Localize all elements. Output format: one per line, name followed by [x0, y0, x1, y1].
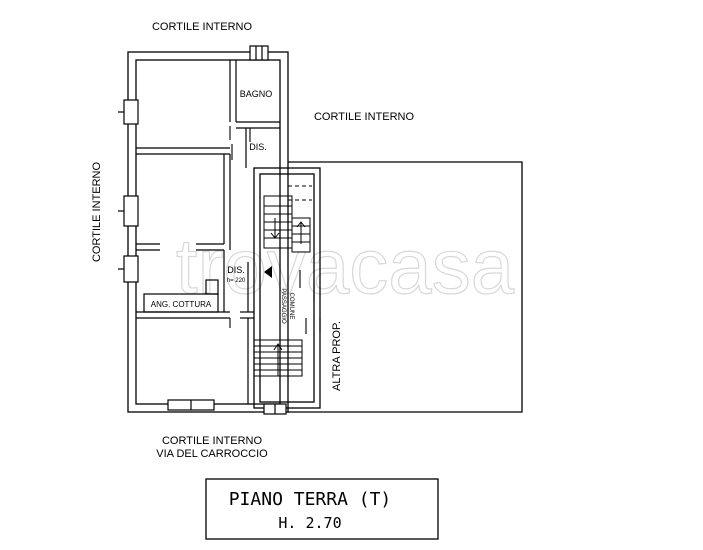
- stairs-lower: [253, 339, 303, 377]
- doors: [229, 126, 321, 334]
- label-top-courtyard: CORTILE INTERNO: [152, 21, 252, 33]
- interior-walls: [136, 60, 280, 404]
- title-box: PIANO TERRA (T) H. 2.70: [205, 478, 439, 540]
- label-other-property: ALTRA PROP.: [331, 321, 343, 391]
- label-hall-lower: DIS.: [227, 265, 245, 275]
- label-bottom-street: VIA DEL CARROCCIO: [156, 448, 268, 460]
- label-kitchenette: ANG. COTTURA: [151, 300, 212, 309]
- height-text: H. 2.70: [278, 514, 341, 532]
- label-bottom-courtyard: CORTILE INTERNO: [162, 435, 262, 447]
- watermark-text: trovacasa: [176, 222, 515, 310]
- label-bathroom: BAGNO: [240, 89, 273, 99]
- label-hall-upper: DIS.: [249, 142, 267, 152]
- label-right-courtyard: CORTILE INTERNO: [314, 111, 414, 123]
- label-common-passage-2: COMUNE: [288, 293, 294, 320]
- label-common-passage-1: PASSAGGIO: [280, 288, 286, 324]
- stairs-upper: [263, 185, 312, 253]
- label-hall-lower-height: h= 220: [227, 278, 246, 284]
- label-left-courtyard: CORTILE INTERNO: [91, 162, 103, 262]
- title-text: PIANO TERRA (T): [229, 489, 392, 510]
- entrance-arrow-icon: [264, 266, 272, 278]
- windows: [118, 45, 287, 415]
